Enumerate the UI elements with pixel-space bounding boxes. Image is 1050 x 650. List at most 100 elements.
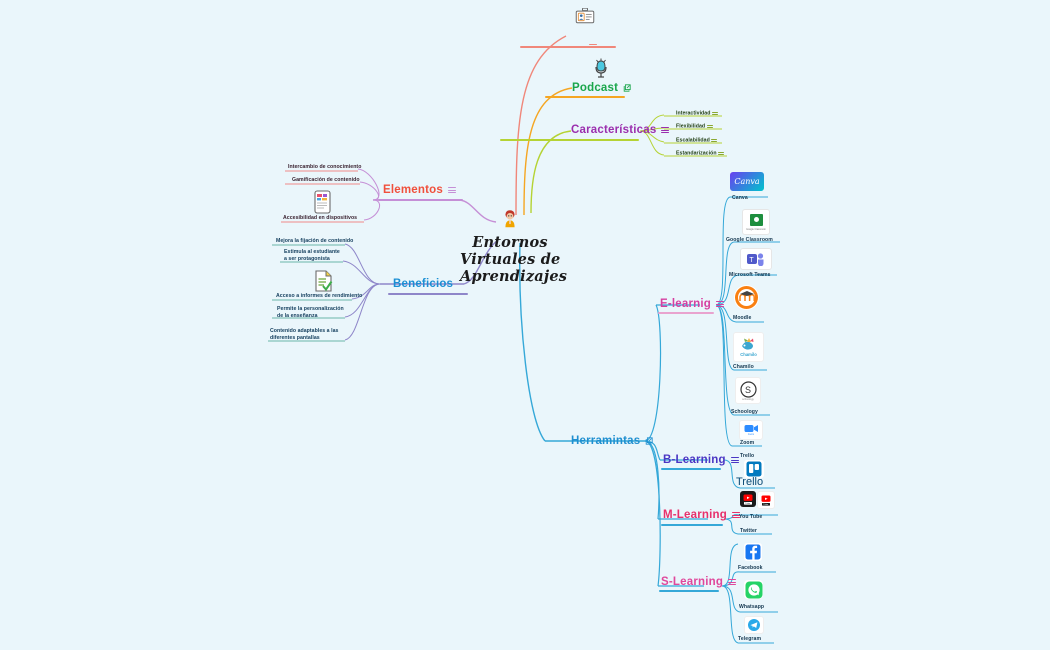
leaf-mejora-fijacion[interactable]: Mejora la fijación de contenido	[276, 238, 353, 245]
telegram-logo[interactable]	[744, 616, 764, 634]
tool-label-chamilo: Chamilo	[733, 364, 754, 370]
central-title-line-1: Entornos	[472, 234, 548, 251]
group-topic-b-learning[interactable]: B-Learning	[663, 454, 739, 466]
leaf-label: Flexibilidad	[676, 123, 706, 130]
person-icon	[505, 210, 515, 228]
leaf-estandarizacion[interactable]: Estandarización	[676, 150, 725, 158]
leaf-label: Permite la personalización de la enseñan…	[277, 306, 344, 319]
note-icon[interactable]	[718, 150, 725, 157]
leaf-label: Accesibilidad en dispositivos	[283, 215, 358, 221]
id-badge-icon	[575, 7, 595, 24]
smartphone-icon	[314, 190, 331, 214]
leaf-gamificacion-contenido[interactable]: Gamificación de contenido	[292, 177, 360, 184]
branch-topic-podcast[interactable]: Podcast	[572, 82, 631, 94]
leaf-flexibilidad[interactable]: Flexibilidad	[676, 123, 713, 131]
leaf-accesibilidad-dispositivos[interactable]: Accesibilidad en dispositivos	[283, 215, 357, 222]
branch-label-caracteristicas: Características	[571, 124, 657, 136]
note-icon-caracteristicas[interactable]	[661, 126, 670, 135]
external-link-icon-herramientas[interactable]	[645, 437, 653, 445]
svg-text:T: T	[749, 257, 754, 264]
canva-logo[interactable]: Canva	[730, 172, 764, 191]
moodle-logo[interactable]	[734, 285, 759, 310]
external-link-icon-podcast[interactable]	[623, 84, 631, 92]
youtube-logo[interactable]: Tube	[740, 491, 756, 507]
note-icon-m-learning[interactable]	[731, 511, 740, 520]
branch-topic-beneficios[interactable]: Beneficios	[393, 278, 453, 290]
underline-elementos	[378, 199, 463, 201]
leaf-label: Estandarización	[676, 150, 717, 157]
tool-label-whatsapp: Whatsapp	[739, 604, 765, 610]
leaf-label: Estimula al estudiante a ser protagonist…	[284, 249, 340, 262]
group-topic-m-learning[interactable]: M-Learning	[663, 509, 740, 521]
note-icon-e-learning[interactable]	[716, 300, 725, 309]
underline-s-learning	[659, 590, 719, 592]
leaf-escalabilidad[interactable]: Escalabilidad	[676, 137, 718, 145]
zoom-logo[interactable]: zoom	[739, 420, 763, 440]
group-topic-s-learning[interactable]: S-Learning	[661, 576, 737, 588]
branch-label-podcast: Podcast	[572, 82, 619, 94]
tool-label-canva: Canva	[732, 195, 748, 201]
group-label-s-learning: S-Learning	[661, 576, 724, 588]
tool-label-telegram: Telegram	[738, 636, 762, 642]
branch-label-herramientas: Herramintas	[571, 435, 641, 447]
tool-label-zoom: Zoom	[740, 440, 755, 446]
branch-topic-elementos[interactable]: Elementos	[383, 184, 456, 196]
leaf-interactividad[interactable]: Interactividad	[676, 110, 718, 118]
tool-label-schoology: Schoology	[731, 409, 758, 415]
leaf-label: Interactividad	[676, 110, 711, 117]
leaf-label: Gamificación de contenido	[292, 177, 360, 183]
branch-label-beneficios: Beneficios	[393, 278, 454, 290]
central-title-line-2: Virtuales de	[460, 251, 561, 268]
schoology-logo[interactable]: S schoology	[735, 377, 761, 404]
trello-wordmark: Trello	[736, 476, 764, 488]
central-node[interactable]: Entornos Virtuales de Aprendizajes	[460, 208, 568, 285]
svg-text:S: S	[745, 385, 751, 395]
group-label-b-learning: B-Learning	[663, 454, 726, 466]
note-icon-b-learning[interactable]	[730, 456, 739, 465]
note-icon-s-learning[interactable]	[728, 578, 737, 587]
tool-label-moodle: Moodle	[733, 315, 752, 321]
group-topic-e-learning[interactable]: E-learnig	[660, 298, 725, 310]
tool-label-youtube: You Tube	[739, 514, 763, 520]
branch-topic-herramientas[interactable]: Herramintas	[571, 435, 653, 447]
note-icon-elementos[interactable]	[447, 186, 456, 195]
underline-e-learning	[658, 312, 714, 314]
tool-label-twitter: Twitter	[740, 528, 758, 534]
branch-blank-top[interactable]	[575, 7, 597, 54]
microphone-icon	[595, 58, 607, 78]
leaf-intercambio-conocimiento[interactable]: Intercambio de conocimiento	[288, 164, 361, 171]
tool-label-facebook: Facebook	[738, 565, 763, 571]
leaf-contenido-adaptable[interactable]: Contenido adaptables a las diferentes pa…	[270, 328, 346, 342]
leaf-label: Escalabilidad	[676, 137, 710, 144]
note-icon[interactable]	[711, 137, 718, 144]
facebook-logo[interactable]	[744, 543, 762, 561]
svg-text:Tube: Tube	[745, 503, 751, 505]
chamilo-logo[interactable]: Chamilo	[733, 332, 764, 362]
google-classroom-logo[interactable]: Google Classroom	[742, 209, 770, 235]
whatsapp-logo[interactable]	[744, 580, 763, 599]
group-label-m-learning: M-Learning	[663, 509, 727, 521]
underline-m-learning	[661, 524, 723, 526]
group-label-e-learning: E-learnig	[660, 298, 712, 310]
leaf-acceso-informes[interactable]: Acceso a informes de rendimiento	[276, 293, 362, 300]
trello-logo[interactable]	[744, 460, 764, 478]
leaf-label: Acceso a informes de rendimiento	[276, 293, 363, 299]
youtube-logo-alt[interactable]: Tube	[757, 491, 775, 509]
branch-label-elementos: Elementos	[383, 184, 443, 196]
leaf-label: Mejora la fijación de contenido	[276, 238, 354, 244]
report-icon	[315, 270, 333, 292]
tool-label-microsoft-teams: Microsoft Teams	[729, 272, 771, 278]
leaf-label: Intercambio de conocimiento	[288, 164, 362, 170]
leaf-personalizacion-ensenanza[interactable]: Permite la personalización de la enseñan…	[277, 306, 345, 320]
tool-label-trello: Trello	[740, 453, 755, 459]
leaf-estimula-protagonista[interactable]: Estimula al estudiante a ser protagonist…	[284, 249, 344, 263]
note-icon[interactable]	[706, 123, 713, 130]
note-icon[interactable]	[711, 110, 718, 117]
branch-podcast[interactable]	[586, 58, 610, 78]
branch-topic-caracteristicas[interactable]: Características	[571, 124, 670, 136]
underline-beneficios	[388, 293, 468, 295]
underline-b-learning	[661, 468, 721, 470]
microsoft-teams-logo[interactable]: T	[740, 248, 772, 270]
central-title-line-3: Aprendizajes	[460, 268, 568, 285]
